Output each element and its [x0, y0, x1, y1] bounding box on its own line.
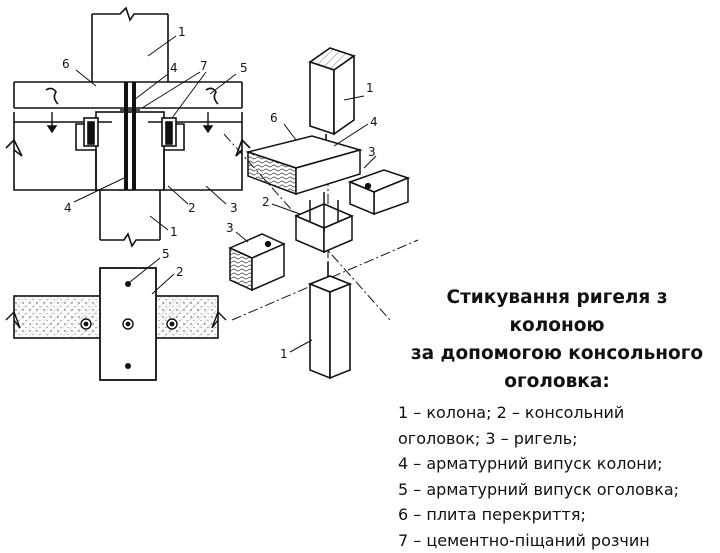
legend-item: 6 – плита перекриття;: [398, 502, 716, 528]
caption-title-line: Стикування ригеля з колоною: [398, 284, 716, 340]
caption-title-line: за допомогою консольного: [398, 340, 716, 368]
console-head-2: [84, 112, 176, 190]
upper-column: [92, 8, 168, 82]
beam-3-left-axo: [230, 234, 284, 290]
label-1-top: 1: [178, 25, 186, 39]
label-3-section: 3: [230, 201, 238, 215]
column-1-bottom: [310, 262, 350, 378]
legend-item: 4 – арматурний випуск колони;: [398, 451, 716, 477]
label-5-top: 5: [240, 61, 248, 75]
caption-title-line: оголовка:: [398, 368, 716, 396]
label-5-plan: 5: [162, 247, 170, 261]
label-6-axo: 6: [270, 111, 278, 125]
lower-column: [100, 190, 160, 246]
beam-3-right-axo: [350, 170, 408, 214]
slab-6-axo: [248, 136, 360, 194]
label-7: 7: [200, 59, 208, 73]
plan-view: 5 2: [6, 247, 226, 380]
label-3-axo-left: 3: [226, 221, 234, 235]
label-1-axo-bottom: 1: [280, 347, 288, 361]
legend-item: оголовок; 3 – ригель;: [398, 426, 716, 452]
console-head-axo: [296, 192, 352, 252]
caption-title: Стикування ригеля з колоною за допомогою…: [398, 284, 716, 396]
legend-item: 5 – арматурний випуск оголовка;: [398, 477, 716, 503]
label-1-bottom: 1: [170, 225, 178, 239]
section-view: 6 1 4 7 5 4 2 3 1: [6, 8, 250, 246]
label-6: 6: [62, 57, 70, 71]
label-2-axo: 2: [262, 195, 270, 209]
label-4-axo: 4: [370, 115, 378, 129]
label-2-plan: 2: [176, 265, 184, 279]
caption-block: Стикування ригеля з колоною за допомогою…: [398, 284, 716, 553]
exploded-view: 1 4 6 3 2 3 1: [224, 48, 418, 378]
legend-item: 1 – колона; 2 – консольний: [398, 400, 716, 426]
legend-item: 7 – цементно-піщаний розчин: [398, 528, 716, 553]
label-4-top: 4: [170, 61, 178, 75]
label-4-bottom: 4: [64, 201, 72, 215]
label-1-axo-top: 1: [366, 81, 374, 95]
label-3-axo-right: 3: [368, 145, 376, 159]
label-2-section: 2: [188, 201, 196, 215]
legend: 1 – колона; 2 – консольний оголовок; 3 –…: [398, 400, 716, 553]
